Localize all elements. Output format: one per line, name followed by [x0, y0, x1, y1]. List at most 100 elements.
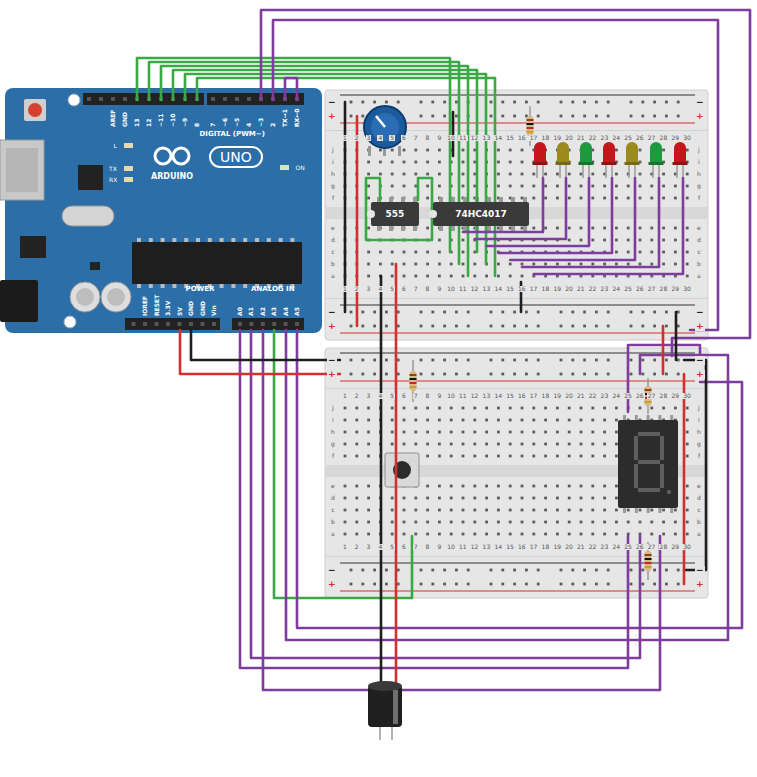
- breadboard-hole: [532, 455, 535, 458]
- display-segment: [638, 432, 660, 436]
- breadboard-hole: [544, 509, 547, 512]
- breadboard-hole: [462, 239, 465, 242]
- chip-pin: [243, 284, 247, 288]
- rail-hole: [501, 569, 504, 572]
- rail-sign: −: [327, 356, 337, 365]
- rail-hole: [431, 115, 434, 118]
- breadboard-hole: [662, 173, 665, 176]
- breadboard-hole: [426, 251, 429, 254]
- rail-hole: [537, 583, 540, 586]
- rail-hole: [373, 569, 376, 572]
- breadboard-hole: [615, 185, 618, 188]
- rail-hole: [350, 325, 353, 328]
- capacitor-body: [368, 685, 402, 727]
- column-number: 4: [377, 393, 383, 399]
- breadboard-hole: [509, 263, 512, 266]
- rail-hole: [373, 311, 376, 314]
- rail-hole: [420, 115, 423, 118]
- rail-hole: [630, 373, 633, 376]
- rail-hole: [350, 583, 353, 586]
- chip-pin: [463, 226, 467, 231]
- breadboard-hole: [403, 173, 406, 176]
- rail-sign: −: [327, 308, 337, 317]
- resistor-band: [410, 378, 417, 380]
- rail-hole: [525, 101, 528, 104]
- rail-sign: +: [327, 112, 337, 121]
- column-number: 28: [659, 544, 669, 550]
- rail-hole: [373, 359, 376, 362]
- rail-hole: [513, 115, 516, 118]
- capacitor-mark: [107, 288, 125, 306]
- column-number: 16: [517, 286, 527, 292]
- display-pin: [658, 415, 661, 420]
- resistor-body: [645, 551, 652, 571]
- column-number: 22: [588, 393, 598, 399]
- breadboard-hole: [344, 455, 347, 458]
- column-number: 23: [600, 544, 610, 550]
- rail-hole: [490, 115, 493, 118]
- breadboard-hole: [603, 485, 606, 488]
- column-number: 20: [564, 544, 574, 550]
- breadboard-hole: [355, 509, 358, 512]
- rail-hole: [653, 583, 656, 586]
- breadboard-hole: [639, 197, 642, 200]
- header-socket: [235, 97, 239, 101]
- row-letter: d: [696, 237, 702, 243]
- breadboard-hole: [391, 407, 394, 410]
- row-letter: c: [331, 507, 336, 513]
- breadboard-hole: [662, 533, 665, 536]
- breadboard-hole: [450, 431, 453, 434]
- breadboard-hole: [686, 431, 689, 434]
- logo-outline: [210, 147, 262, 167]
- chip-pin: [377, 226, 381, 231]
- column-number: 5: [389, 393, 395, 399]
- led-label: ON: [296, 165, 305, 171]
- breadboard-hole: [580, 263, 583, 266]
- breadboard-hole: [674, 509, 677, 512]
- row-letter: e: [696, 483, 702, 489]
- chip-pin: [208, 238, 212, 242]
- breadboard-hole: [485, 509, 488, 512]
- breadboard-hole: [568, 509, 571, 512]
- column-number: 10: [446, 286, 456, 292]
- chip-pin: [149, 284, 153, 288]
- breadboard-hole: [462, 251, 465, 254]
- breadboard-hole: [521, 521, 524, 524]
- jumper-wire: [191, 330, 340, 360]
- column-number: 28: [659, 286, 669, 292]
- breadboard-hole: [438, 521, 441, 524]
- pin-label: GND: [122, 112, 128, 127]
- rail-hole: [571, 359, 574, 362]
- column-number: 24: [611, 135, 621, 141]
- led-leg: [634, 164, 636, 178]
- column-number: 1: [342, 135, 348, 141]
- column-number: 7: [413, 393, 419, 399]
- row-letter: g: [330, 183, 336, 189]
- column-number: 11: [458, 393, 468, 399]
- row-letter: f: [331, 195, 335, 201]
- header-socket: [238, 322, 242, 326]
- header-socket: [211, 97, 215, 101]
- rail-hole: [607, 359, 610, 362]
- header-socket: [87, 97, 91, 101]
- breadboard-hole: [391, 509, 394, 512]
- rail-hole: [431, 373, 434, 376]
- breadboard-hole: [556, 419, 559, 422]
- breadboard-hole: [568, 263, 571, 266]
- chip-pin: [137, 238, 141, 242]
- display-segment: [638, 488, 660, 492]
- row-letter: j: [697, 405, 701, 411]
- potentiometer-indicator: [376, 116, 385, 127]
- jumper-wire: [366, 178, 432, 240]
- rail-hole: [595, 101, 598, 104]
- breadboard-hole: [438, 419, 441, 422]
- breadboard-hole: [521, 533, 524, 536]
- breadboard-hole: [497, 149, 500, 152]
- breadboard-hole: [650, 239, 653, 242]
- rail-line-negative: [340, 563, 695, 564]
- chip-pin: [290, 238, 294, 242]
- column-number: 28: [659, 135, 669, 141]
- breadboard-hole: [509, 419, 512, 422]
- breadboard-hole: [615, 407, 618, 410]
- column-number: 12: [470, 544, 480, 550]
